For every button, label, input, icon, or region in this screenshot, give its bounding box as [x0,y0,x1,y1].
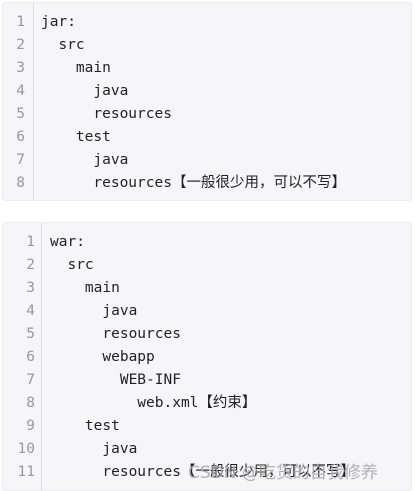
code-text: war: [50,234,85,250]
code-text: jar: [41,14,76,30]
code-line: 2 src [3,34,84,57]
code-text: resources【一般很少用，可以不写】 [50,464,355,480]
line-number-gutter [3,3,34,200]
csdn-watermark: CSDN @吃货的自我修养 [188,463,378,483]
code-text: java [50,303,138,319]
line-number: 8 [16,175,25,191]
code-block-war: 1 war: 2 src 3 main 4 java 5 resources 6… [2,222,412,491]
code-line: 5 resources [3,103,172,126]
code-line: 5 resources [3,323,181,346]
code-text: webapp [50,349,155,365]
line-number-gutter [3,223,42,490]
line-number: 6 [16,129,25,145]
line-number: 4 [16,83,25,99]
line-number: 10 [17,441,35,457]
code-text: main [41,60,111,76]
code-text: resources [41,106,172,122]
code-line: 6 webapp [3,346,155,369]
code-line: 3 main [3,277,120,300]
code-line: 1 jar: [3,11,76,34]
code-text: java [50,441,138,457]
line-number: 1 [26,234,35,250]
code-line: 4 java [3,80,128,103]
line-number: 11 [17,464,35,480]
code-text: resources【一般很少用，可以不写】 [41,175,346,191]
code-line: 1 war: [3,231,85,254]
code-line: 11 resources【一般很少用，可以不写】 [3,461,355,484]
code-text: resources [50,326,181,342]
code-line: 7 WEB-INF [3,369,181,392]
code-text: src [41,37,85,53]
code-line: 2 src [3,254,93,277]
line-number: 9 [26,418,35,434]
code-text: src [50,257,94,273]
line-number: 7 [16,152,25,168]
line-number: 5 [16,106,25,122]
code-text: WEB-INF [50,372,181,388]
code-line: 6 test [3,126,111,149]
line-number: 6 [26,349,35,365]
line-number: 1 [16,14,25,30]
code-text: main [50,280,120,296]
code-text: java [41,152,129,168]
code-line: 10 java [3,438,138,461]
line-number: 3 [16,60,25,76]
code-line: 7 java [3,149,128,172]
code-text: java [41,83,129,99]
code-line: 3 main [3,57,111,80]
line-number: 2 [16,37,25,53]
code-line: 4 java [3,300,137,323]
line-number: 5 [26,326,35,342]
line-number: 4 [26,303,35,319]
code-line: 8 resources【一般很少用，可以不写】 [3,172,346,195]
line-number: 3 [26,280,35,296]
line-number: 2 [26,257,35,273]
code-text: test [41,129,111,145]
code-line: 9 test [3,415,120,438]
code-block-jar: 1 jar: 2 src 3 main 4 java 5 resources 6… [2,2,412,201]
code-text: web.xml【约束】 [50,395,257,411]
code-line: 8 web.xml【约束】 [3,392,256,415]
code-text: test [50,418,120,434]
line-number: 8 [26,395,35,411]
line-number: 7 [26,372,35,388]
